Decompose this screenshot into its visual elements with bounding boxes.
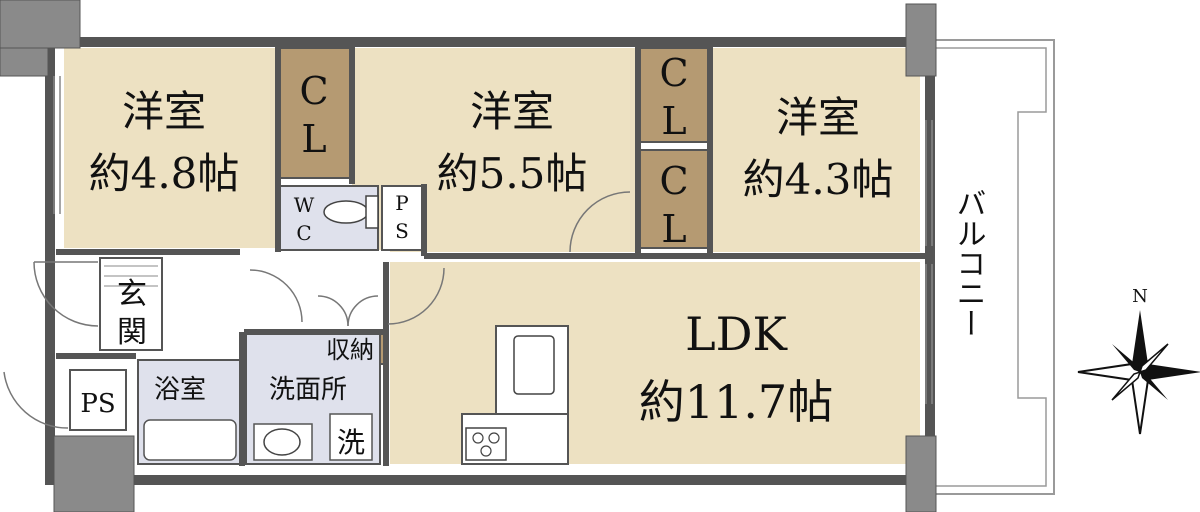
closet-right-bottom-l: L [661, 207, 686, 251]
entrance-door-swing [33, 261, 99, 327]
stove-icon [465, 427, 507, 461]
western-room-right-area: 約4.3帖 [743, 155, 894, 204]
kitchen-sink-icon [513, 335, 555, 395]
entrance-char-2: 関 [117, 315, 147, 350]
washer-label: 洗 [337, 426, 365, 459]
western-room-left-area: 約4.8帖 [89, 149, 240, 198]
toilet-icon [323, 195, 379, 229]
balcony-area [918, 39, 1055, 495]
entrance-step-lines [104, 265, 158, 287]
closet-right-bottom [639, 149, 709, 249]
closet-right-top-c: C [659, 51, 688, 95]
closet-right-bottom-c: C [659, 159, 688, 203]
western-room-right-name: 洋室 [776, 93, 860, 142]
windows [53, 76, 933, 404]
closet-left-c: C [299, 69, 328, 113]
washer-space [329, 413, 373, 461]
ps-door-swing [3, 371, 69, 429]
ldk-area: 約11.7帖 [639, 375, 833, 429]
sink-icon [253, 423, 313, 461]
toilet-c: C [296, 221, 311, 245]
interior-walls [56, 44, 926, 466]
pipe-space-top-s: S [395, 219, 409, 243]
closet-right-top-l: L [661, 99, 686, 143]
ldk-name: LDK [685, 307, 788, 361]
western-room-center-area: 約5.5帖 [437, 149, 588, 198]
pipe-space-entrance [69, 369, 127, 431]
western-room-left-floor [64, 48, 278, 248]
western-room-right-floor [708, 48, 920, 252]
entrance-char-1: 玄 [117, 277, 147, 312]
western-room-left-name: 洋室 [122, 87, 206, 136]
door-swings [249, 191, 631, 327]
pipe-space-entrance-label: PS [80, 389, 115, 419]
bathroom-label: 浴室 [154, 375, 206, 405]
pipe-space-top-p: P [395, 191, 408, 215]
bathtub-icon [143, 419, 237, 461]
toilet-w: W [294, 193, 315, 217]
washroom-label: 洗面所 [269, 375, 347, 405]
entrance-floor [99, 257, 163, 351]
western-room-center-name: 洋室 [470, 87, 554, 136]
compass-icon [1077, 310, 1200, 435]
balcony-label: バルコニー [951, 188, 986, 338]
pipe-space-top [381, 185, 423, 251]
closet-left-l: L [301, 117, 326, 161]
hallway-floor [248, 250, 390, 332]
pillars [0, 0, 937, 512]
storage-label: 収納 [326, 336, 374, 364]
compass-north-label: N [1132, 286, 1148, 307]
